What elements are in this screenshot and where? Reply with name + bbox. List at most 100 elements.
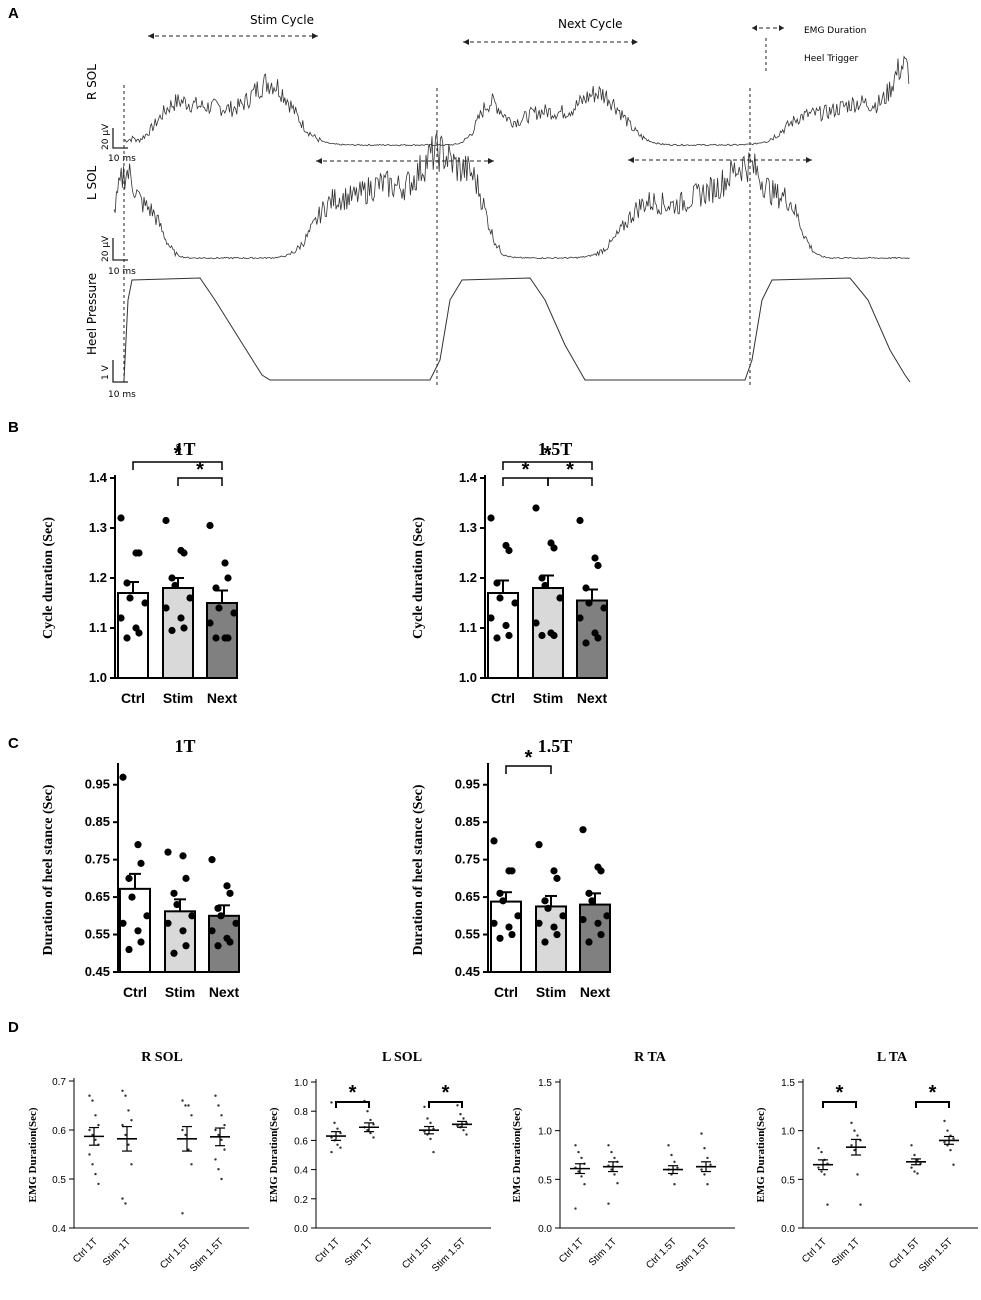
data-point [206, 521, 214, 530]
data-point [119, 773, 127, 781]
y-axis-label: Cycle duration (Sec) [411, 517, 426, 639]
data-point [583, 1183, 586, 1186]
data-point [214, 904, 222, 912]
data-point [372, 1123, 375, 1126]
data-point [532, 504, 540, 512]
data-point [187, 1148, 190, 1151]
heel-trigger-legend-label: Heel Trigger [804, 54, 859, 64]
heel-scale-bar [112, 360, 128, 383]
data-point [135, 549, 143, 557]
y-tick-label: 1.0 [538, 1127, 552, 1138]
heel-scale-time: 10 ms [108, 390, 136, 400]
data-point [187, 1104, 190, 1107]
data-point [700, 1168, 703, 1171]
data-point [162, 604, 170, 612]
data-point [613, 1156, 616, 1160]
r-sol-trace-label: R SOL [85, 64, 99, 100]
data-point [330, 1136, 333, 1139]
data-point [214, 1128, 217, 1132]
data-point [223, 882, 231, 890]
data-point [117, 614, 125, 622]
data-point [535, 841, 543, 849]
data-point [125, 945, 133, 954]
data-point [181, 1128, 184, 1132]
y-tick-label: 1.2 [89, 570, 107, 585]
data-point [511, 599, 519, 607]
data-point [541, 938, 549, 946]
data-point [171, 581, 179, 590]
data-point [366, 1128, 369, 1132]
data-point [212, 584, 220, 592]
data-point [180, 624, 188, 632]
significance-star: * [174, 443, 182, 465]
data-point [670, 1153, 673, 1157]
heel-pressure-trace-label: Heel Pressure [85, 273, 99, 355]
significance-star: * [349, 1082, 357, 1104]
data-point [582, 584, 590, 592]
data-point [553, 930, 561, 939]
data-point [97, 1182, 100, 1186]
emg-trace-panel: Stim Cycle Next Cycle EMG Duration Heel … [85, 13, 911, 400]
data-point [709, 1163, 712, 1166]
x-category-label: Stim [163, 690, 193, 706]
data-point [676, 1166, 679, 1169]
data-point [134, 841, 142, 849]
r-sol-scale-time: 10 ms [108, 154, 136, 164]
l-sol-scale-bar [112, 238, 128, 261]
data-point [603, 912, 611, 920]
data-point [366, 1110, 369, 1113]
data-point [859, 1203, 862, 1206]
chart-title: 1.5T [538, 439, 573, 459]
data-point [184, 1133, 187, 1137]
y-tick-label: 0.0 [294, 1224, 308, 1235]
data-point [124, 1133, 127, 1137]
data-point [143, 912, 151, 920]
significance-star: * [522, 459, 530, 481]
data-point [94, 1172, 97, 1176]
data-point [177, 614, 185, 622]
data-point [164, 848, 172, 856]
data-point [706, 1156, 709, 1160]
data-point [706, 1183, 709, 1186]
x-category-label: Ctrl 1T [800, 1236, 829, 1265]
data-point [499, 897, 507, 905]
data-point [226, 938, 234, 946]
significance-bracket [505, 765, 552, 774]
significance-bracket [177, 477, 223, 486]
x-category-label: Stim 1.5T [430, 1236, 468, 1274]
data-point [124, 1094, 127, 1097]
data-point [184, 1104, 187, 1107]
data-point [179, 927, 187, 935]
data-point [123, 634, 131, 642]
y-tick-label: 0.85 [455, 814, 480, 829]
data-point [214, 1094, 217, 1097]
data-point [339, 1146, 342, 1149]
data-point [585, 938, 593, 946]
data-point [594, 561, 602, 570]
bar-stim [162, 587, 194, 679]
emg-duration-legend-label: EMG Duration [804, 26, 866, 36]
data-point [224, 574, 232, 582]
y-tick-label: 0.7 [52, 1077, 66, 1088]
y-tick-label: 1.0 [459, 670, 477, 685]
significance-star: * [836, 1082, 844, 1104]
significance-star: * [929, 1082, 937, 1104]
data-point [576, 614, 584, 622]
data-point [456, 1124, 459, 1128]
data-point [220, 1138, 223, 1142]
data-point [182, 942, 190, 950]
data-point [949, 1148, 952, 1152]
panel-letter-d: D [8, 1019, 19, 1036]
data-point [490, 919, 498, 927]
y-tick-label: 0.45 [85, 964, 110, 979]
y-tick-label: 1.1 [459, 620, 477, 635]
y-tick-label: 0.65 [85, 889, 110, 904]
data-point [137, 859, 145, 867]
data-point [817, 1166, 820, 1169]
data-point [137, 938, 145, 946]
next-cycle-label: Next Cycle [558, 17, 623, 31]
data-point [853, 1148, 856, 1152]
data-point [550, 544, 558, 552]
